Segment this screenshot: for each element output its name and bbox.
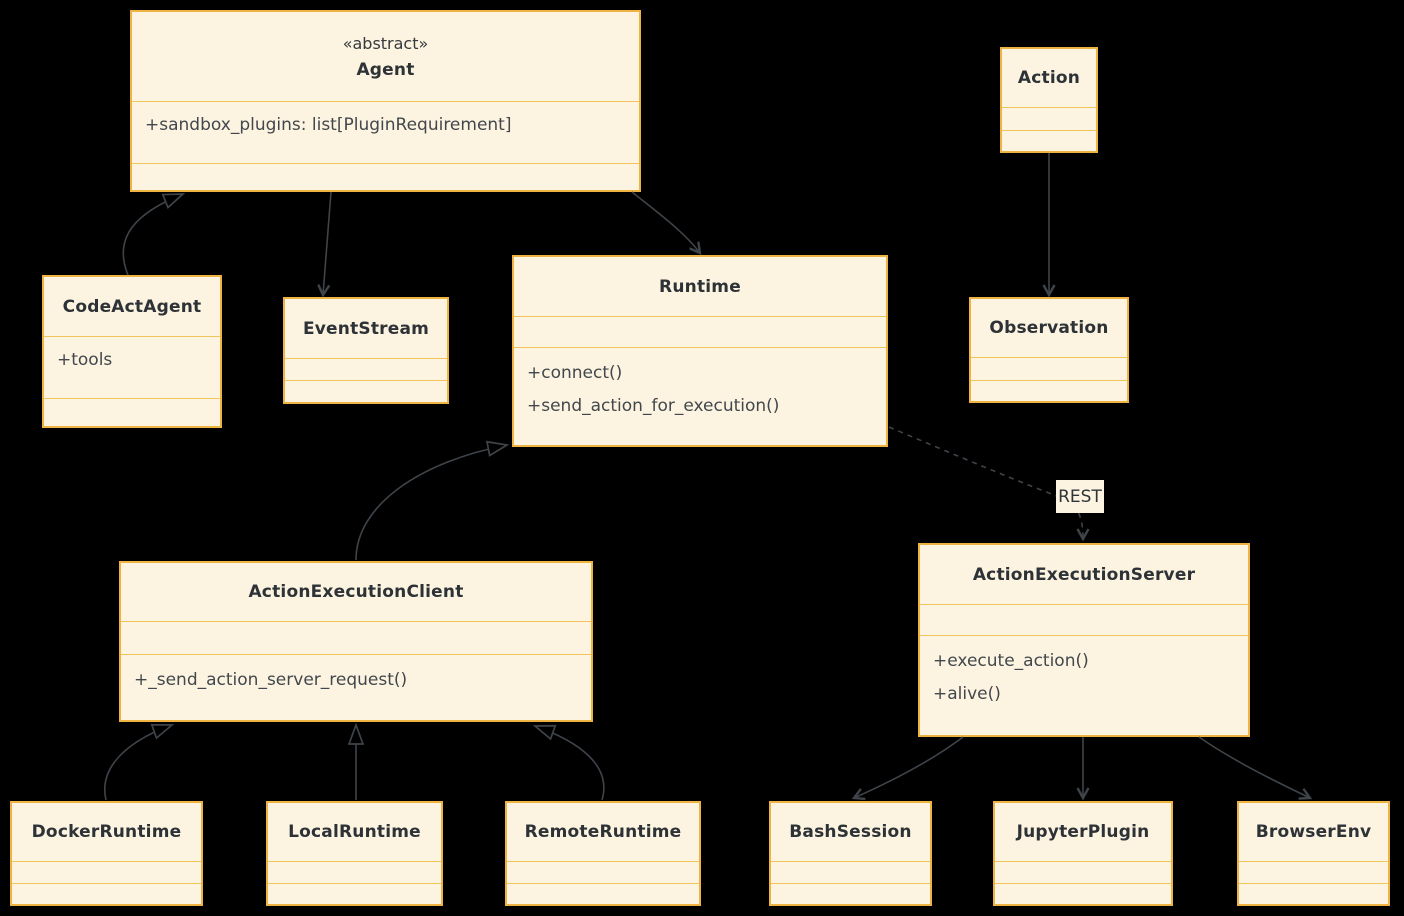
- class-methods: [268, 883, 441, 904]
- class-box-observation: Observation: [969, 297, 1129, 403]
- class-box-remoteruntime: RemoteRuntime: [505, 801, 701, 906]
- class-attributes: +tools: [44, 336, 220, 398]
- class-methods: +connect() +send_action_for_execution(): [514, 347, 886, 445]
- edge-label-rest: REST: [1056, 480, 1104, 513]
- class-attributes: [995, 861, 1171, 883]
- class-box-browserenv: BrowserEnv: [1237, 801, 1390, 906]
- class-title-actionexecutionserver: ActionExecutionServer: [920, 545, 1248, 604]
- method: +alive(): [933, 684, 1001, 704]
- class-attributes: [12, 861, 201, 883]
- class-methods: +_send_action_server_request(): [121, 654, 591, 720]
- class-name: Observation: [989, 318, 1109, 338]
- class-name: RemoteRuntime: [524, 822, 682, 842]
- class-attributes: [920, 604, 1248, 635]
- stereotype-abstract: «abstract»: [342, 33, 429, 53]
- class-box-agent: «abstract» Agent +sandbox_plugins: list[…: [130, 10, 641, 192]
- edge-agent-runtime: [631, 191, 702, 255]
- attribute: +sandbox_plugins: list[PluginRequirement…: [145, 115, 512, 135]
- edge-agent-eventstream: [317, 191, 332, 298]
- class-title-actionexecutionclient: ActionExecutionClient: [121, 563, 591, 621]
- class-name: DockerRuntime: [31, 822, 182, 842]
- edge-remoteruntime-actionexecutionclient: [532, 724, 605, 801]
- class-attributes: [268, 861, 441, 883]
- class-title-runtime: Runtime: [514, 257, 886, 316]
- class-methods: [285, 380, 447, 402]
- class-attributes: [1002, 107, 1096, 130]
- class-methods: [771, 883, 930, 904]
- class-title-codeactagent: CodeActAgent: [44, 277, 220, 336]
- class-box-dockerruntime: DockerRuntime: [10, 801, 203, 906]
- class-title-eventstream: EventStream: [285, 299, 447, 358]
- edge-actionexecutionclient-runtime: [355, 440, 510, 561]
- class-title-localruntime: LocalRuntime: [268, 803, 441, 861]
- class-methods: [995, 883, 1171, 904]
- class-methods: [507, 883, 699, 904]
- class-name: ActionExecutionClient: [248, 582, 464, 602]
- class-methods: [1002, 130, 1096, 151]
- class-box-actionexecutionserver: ActionExecutionServer +execute_action() …: [918, 543, 1250, 737]
- class-title-bashsession: BashSession: [771, 803, 930, 861]
- class-title-dockerruntime: DockerRuntime: [12, 803, 201, 861]
- class-box-actionexecutionclient: ActionExecutionClient +_send_action_serv…: [119, 561, 593, 722]
- class-attributes: [507, 861, 699, 883]
- class-box-jupyterplugin: JupyterPlugin: [993, 801, 1173, 906]
- class-name: JupyterPlugin: [1016, 822, 1150, 842]
- class-box-action: Action: [1000, 47, 1098, 153]
- class-name: CodeActAgent: [62, 296, 202, 317]
- class-attributes: [771, 861, 930, 883]
- class-methods: +execute_action() +alive(): [920, 635, 1248, 735]
- class-title-action: Action: [1002, 49, 1096, 107]
- class-methods: [971, 380, 1127, 401]
- class-attributes: [285, 358, 447, 380]
- class-name: EventStream: [302, 318, 430, 339]
- class-title-jupyterplugin: JupyterPlugin: [995, 803, 1171, 861]
- edge-codeactagent-agent: [122, 193, 186, 276]
- class-attributes: [1239, 861, 1388, 883]
- class-attributes: [971, 357, 1127, 380]
- edge-runtime-actionexecutionserver: [888, 426, 1090, 542]
- class-methods: [44, 398, 220, 426]
- class-title-observation: Observation: [971, 299, 1127, 357]
- class-name: BrowserEnv: [1255, 822, 1372, 842]
- class-name: ActionExecutionServer: [972, 564, 1196, 585]
- edge-actionexecutionserver-browserenv: [1198, 736, 1313, 800]
- class-box-localruntime: LocalRuntime: [266, 801, 443, 906]
- class-attributes: [514, 316, 886, 347]
- method: +send_action_for_execution(): [527, 396, 780, 416]
- class-methods: [1239, 883, 1388, 904]
- class-title-browserenv: BrowserEnv: [1239, 803, 1388, 861]
- class-name: Agent: [356, 59, 415, 80]
- class-name: Action: [1017, 68, 1081, 88]
- method: +_send_action_server_request(): [134, 670, 408, 690]
- class-title-agent: «abstract» Agent: [132, 12, 639, 101]
- class-box-eventstream: EventStream: [283, 297, 449, 404]
- edge-actionexecutionserver-bashsession: [851, 736, 964, 801]
- class-box-runtime: Runtime +connect() +send_action_for_exec…: [512, 255, 888, 447]
- edge-dockerruntime-actionexecutionclient: [103, 723, 175, 801]
- class-methods: [12, 883, 201, 904]
- class-box-codeactagent: CodeActAgent +tools: [42, 275, 222, 428]
- method: +execute_action(): [933, 651, 1089, 671]
- method: +connect(): [527, 363, 623, 383]
- class-box-bashsession: BashSession: [769, 801, 932, 906]
- class-title-remoteruntime: RemoteRuntime: [507, 803, 699, 861]
- class-name: LocalRuntime: [288, 822, 421, 842]
- class-attributes: [121, 621, 591, 654]
- class-methods: [132, 163, 639, 190]
- attribute: +tools: [57, 350, 113, 370]
- class-name: Runtime: [659, 276, 741, 297]
- class-attributes: +sandbox_plugins: list[PluginRequirement…: [132, 101, 639, 163]
- class-name: BashSession: [789, 822, 912, 842]
